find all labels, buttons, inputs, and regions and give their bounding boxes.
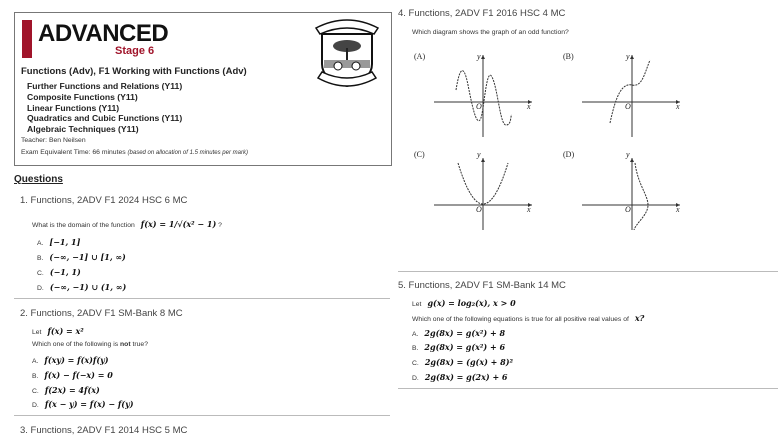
graph-c-label: (C)	[414, 150, 425, 159]
subtopic: Linear Functions (Y11)	[27, 103, 120, 113]
origin: O	[476, 102, 482, 111]
option-d: D.2g(8x) = g(2x) + 6	[412, 372, 508, 382]
subtopic: Quadratics and Cubic Functions (Y11)	[27, 113, 183, 123]
question-4-text: Which diagram shows the graph of an odd …	[412, 29, 569, 36]
graph-d	[582, 158, 680, 230]
option-b: B.f(x) − f(−x) = 0	[32, 370, 113, 380]
odd-function-graphs	[434, 55, 680, 230]
option-d: D.f(x − y) = f(x) − f(y)	[32, 399, 134, 409]
option-c: C.2g(8x) = (g(x) + 8)²	[412, 357, 513, 367]
option-b: B.(−∞, −1] ∪ [1, ∞)	[37, 252, 126, 262]
stage-label: Stage 6	[115, 45, 155, 57]
divider	[398, 388, 778, 389]
axis-x: x	[676, 205, 680, 214]
accent-bar	[22, 20, 32, 58]
question-4-title: 4. Functions, 2ADV F1 2016 HSC 4 MC	[398, 8, 566, 19]
axis-x: x	[676, 102, 680, 111]
subtopic: Further Functions and Relations (Y11)	[27, 81, 183, 91]
origin: O	[476, 205, 482, 214]
axis-x: x	[527, 205, 531, 214]
origin: O	[625, 102, 631, 111]
axis-y: y	[626, 150, 630, 159]
subtopic: Algebraic Techniques (Y11)	[27, 124, 139, 134]
divider	[398, 271, 778, 272]
axis-y: y	[626, 52, 630, 61]
question-1-title: 1. Functions, 2ADV F1 2024 HSC 6 MC	[20, 195, 188, 206]
option-a: A.2g(8x) = g(x²) + 8	[412, 328, 506, 338]
option-d: D.(−∞, −1) ∪ (1, ∞)	[37, 282, 127, 292]
origin: O	[625, 205, 631, 214]
school-logo	[314, 19, 380, 88]
question-5-title: 5. Functions, 2ADV F1 SM-Bank 14 MC	[398, 280, 566, 291]
question-2-text: Which one of the following is not true?	[32, 341, 148, 348]
brand-title: ADVANCED	[38, 20, 169, 47]
graph-a	[434, 55, 532, 137]
axis-y: y	[477, 150, 481, 159]
divider	[14, 298, 390, 299]
questions-heading: Questions	[14, 174, 63, 185]
axis-y: y	[477, 52, 481, 61]
graph-d-label: (D)	[563, 150, 575, 159]
graph-c	[434, 158, 532, 230]
topic-title: Functions (Adv), F1 Working with Functio…	[21, 66, 247, 77]
question-5-text: Which one of the following equations is …	[412, 313, 645, 323]
graph-a-label: (A)	[414, 52, 426, 61]
subtopic: Composite Functions (Y11)	[27, 92, 138, 102]
graph-b	[582, 55, 680, 137]
option-c: C.(−1, 1)	[37, 267, 81, 277]
graph-b-label: (B)	[563, 52, 574, 61]
option-b: B.2g(8x) = g(x²) + 6	[412, 342, 506, 352]
divider	[14, 415, 390, 416]
option-a: A.f(xy) = f(x)f(y)	[32, 355, 109, 365]
teacher: Teacher: Ben Neilsen	[21, 137, 86, 144]
question-2-title: 2. Functions, 2ADV F1 SM-Bank 8 MC	[20, 308, 183, 319]
exam-time: Exam Equivalent Time: 66 minutes (based …	[21, 149, 248, 156]
axis-x: x	[527, 102, 531, 111]
question-3-title: 3. Functions, 2ADV F1 2014 HSC 5 MC	[20, 425, 188, 436]
option-a: A.[−1, 1]	[37, 237, 81, 247]
option-c: C.f(2x) = 4f(x)	[32, 385, 100, 395]
